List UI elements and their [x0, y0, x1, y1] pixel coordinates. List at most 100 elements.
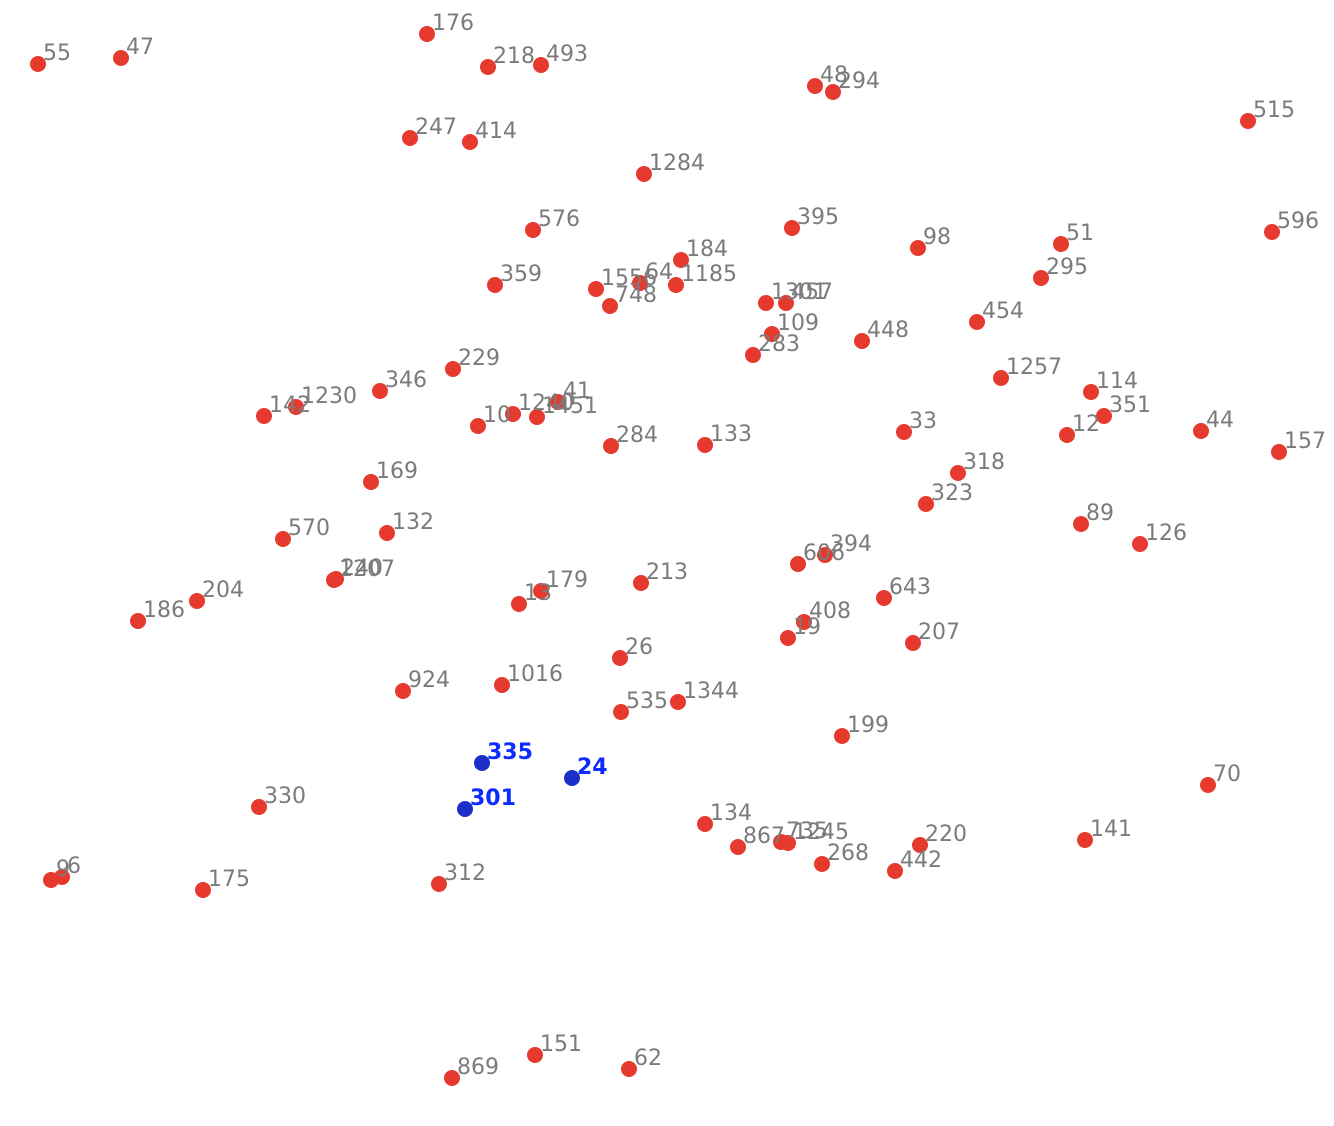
red-point-294 [825, 84, 841, 100]
red-point-label-176: 176 [432, 11, 474, 36]
red-point-606 [790, 556, 806, 572]
red-point-62 [621, 1061, 637, 1077]
red-point-label-184: 184 [686, 237, 728, 262]
red-point-label-98: 98 [923, 225, 951, 250]
red-point-label-89: 89 [1086, 501, 1114, 526]
red-point-1185 [668, 277, 684, 293]
red-point-448 [854, 333, 870, 349]
blue-point-335 [474, 755, 490, 771]
red-point-label-454: 454 [982, 299, 1024, 324]
red-point-13 [511, 596, 527, 612]
red-point-label-64: 64 [645, 260, 673, 285]
red-point-394 [817, 547, 833, 563]
red-point-label-535: 535 [626, 689, 668, 714]
red-point-label-457: 457 [791, 280, 833, 305]
red-point-1344 [670, 694, 686, 710]
red-point-label-596: 596 [1277, 209, 1319, 234]
red-point-126 [1132, 536, 1148, 552]
red-point-924 [395, 683, 411, 699]
red-point-218 [480, 59, 496, 75]
red-point-label-179: 179 [546, 568, 588, 593]
red-point-label-70: 70 [1213, 762, 1241, 787]
blue-point-label-24: 24 [577, 755, 608, 780]
red-point-label-133: 133 [710, 422, 752, 447]
red-point-label-351: 351 [1109, 393, 1151, 418]
red-point-label-1344: 1344 [683, 679, 739, 704]
red-point-label-13: 13 [524, 581, 552, 606]
red-point-label-395: 395 [797, 205, 839, 230]
red-point-213 [633, 575, 649, 591]
red-point-1245 [780, 835, 796, 851]
red-point-395 [784, 220, 800, 236]
red-point-label-1016: 1016 [507, 662, 563, 687]
red-point-55 [30, 56, 46, 72]
red-point-label-394: 394 [830, 532, 872, 557]
red-point-label-318: 318 [963, 450, 1005, 475]
red-point-label-175: 175 [208, 867, 250, 892]
red-point-454 [969, 314, 985, 330]
red-point-label-346: 346 [385, 368, 427, 393]
red-point-label-247: 247 [415, 115, 457, 140]
red-point-1284 [636, 166, 652, 182]
red-point-label-867: 867 [743, 824, 785, 849]
red-point-576 [525, 222, 541, 238]
red-point-label-26: 26 [625, 635, 653, 660]
red-point-330 [251, 799, 267, 815]
red-point-label-1284: 1284 [649, 151, 705, 176]
red-point-label-220: 220 [925, 822, 967, 847]
red-point-label-284: 284 [616, 423, 658, 448]
red-point-1240 [505, 406, 521, 422]
red-point-47 [113, 50, 129, 66]
red-point-12 [1059, 427, 1075, 443]
blue-point-24 [564, 770, 580, 786]
red-point-label-207: 207 [918, 620, 960, 645]
red-point-1451 [529, 409, 545, 425]
red-point-64 [632, 275, 648, 291]
red-point-41 [550, 394, 566, 410]
red-point-label-12: 12 [1072, 412, 1100, 437]
red-point-label-442: 442 [900, 848, 942, 873]
red-point-515 [1240, 113, 1256, 129]
red-point-1230 [288, 399, 304, 415]
red-point-label-186: 186 [143, 598, 185, 623]
red-point-label-41: 41 [563, 379, 591, 404]
red-point-869 [444, 1070, 460, 1086]
red-point-114 [1083, 384, 1099, 400]
red-point-label-1301: 1301 [771, 280, 827, 305]
red-point-label-606: 606 [803, 541, 845, 566]
red-point-323 [918, 496, 934, 512]
red-point-9 [43, 872, 59, 888]
red-point-176 [419, 26, 435, 42]
red-point-570 [275, 531, 291, 547]
red-point-184 [673, 252, 689, 268]
red-point-1556 [588, 281, 604, 297]
red-point-186 [130, 613, 146, 629]
red-point-label-869: 869 [457, 1055, 499, 1080]
red-point-label-48: 48 [820, 63, 848, 88]
red-point-label-748: 748 [615, 283, 657, 308]
red-point-493 [533, 57, 549, 73]
red-point-169 [363, 474, 379, 490]
red-point-134 [697, 816, 713, 832]
red-point-label-359: 359 [500, 262, 542, 287]
red-point-457 [778, 295, 794, 311]
red-point-label-109: 109 [777, 311, 819, 336]
red-point-133 [697, 437, 713, 453]
red-point-535 [613, 704, 629, 720]
red-point-label-268: 268 [827, 841, 869, 866]
red-point-label-283: 283 [758, 332, 800, 357]
red-point-1016 [494, 677, 510, 693]
red-point-199 [834, 728, 850, 744]
red-point-label-62: 62 [634, 1046, 662, 1071]
red-point-142 [256, 408, 272, 424]
red-point-label-6: 6 [67, 854, 81, 879]
red-point-312 [431, 876, 447, 892]
red-point-label-576: 576 [538, 207, 580, 232]
red-point-label-312: 312 [444, 861, 486, 886]
red-point-label-44: 44 [1206, 408, 1234, 433]
red-point-label-199: 199 [847, 713, 889, 738]
red-point-label-204: 204 [202, 578, 244, 603]
red-point-label-643: 643 [889, 575, 931, 600]
red-point-label-229: 229 [458, 346, 500, 371]
